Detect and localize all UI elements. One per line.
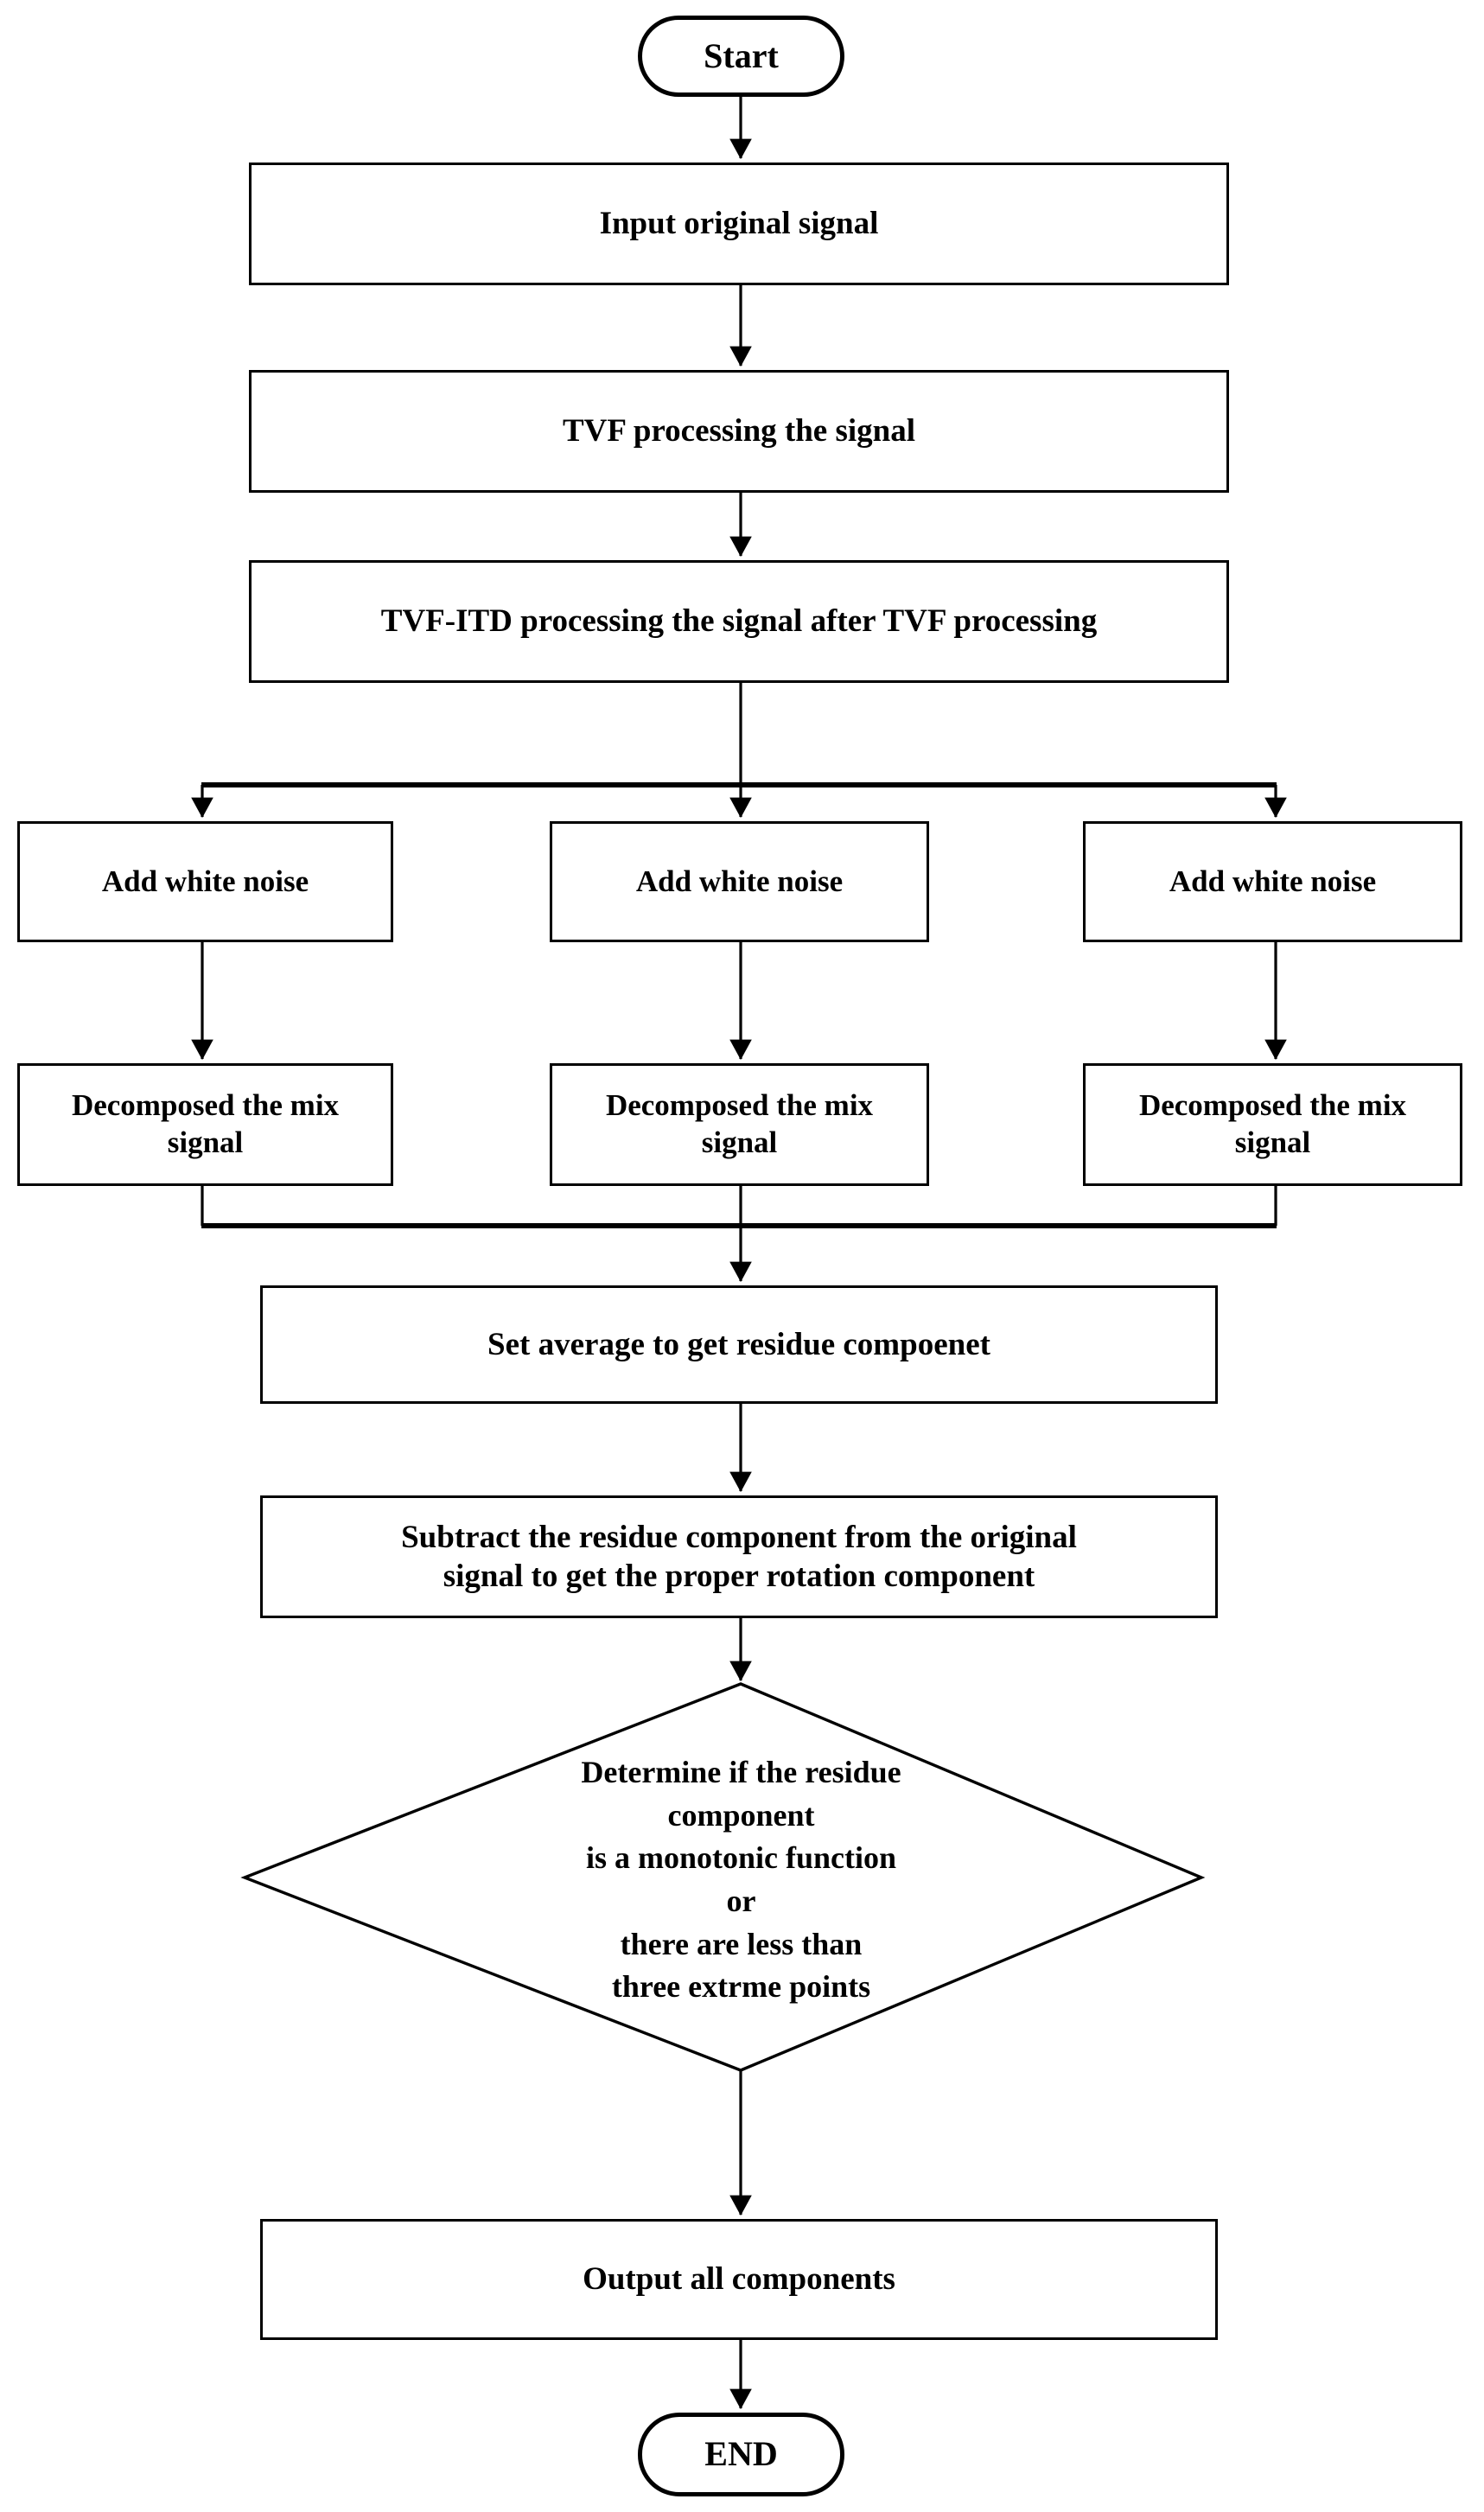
node-add-white-noise-1[interactable]: Add white noise bbox=[17, 821, 393, 942]
node-tvf-itd-processing[interactable]: TVF-ITD processing the signal after TVF … bbox=[249, 560, 1229, 683]
node-set-average-label: Set average to get residue compoenet bbox=[487, 1326, 990, 1362]
node-tvf-itd-processing-label: TVF-ITD processing the signal after TVF … bbox=[380, 603, 1098, 640]
node-tvf-processing[interactable]: TVF processing the signal bbox=[249, 370, 1229, 493]
node-subtract-residue-label: Subtract the residue component from the … bbox=[401, 1519, 1077, 1594]
node-decision-label: Determine if the residue component is a … bbox=[581, 1754, 901, 2005]
node-decision[interactable]: Determine if the residue component is a … bbox=[393, 1716, 1089, 2044]
node-output-all-components-label: Output all components bbox=[583, 2261, 895, 2298]
node-decomposed-mix-signal-3-label: Decomposed the mix signal bbox=[1138, 1088, 1407, 1159]
node-add-white-noise-3[interactable]: Add white noise bbox=[1083, 821, 1462, 942]
node-add-white-noise-2[interactable]: Add white noise bbox=[550, 821, 929, 942]
node-decomposed-mix-signal-1-label: Decomposed the mix signal bbox=[71, 1088, 340, 1159]
node-start-label: Start bbox=[704, 35, 779, 75]
node-decomposed-mix-signal-1[interactable]: Decomposed the mix signal bbox=[17, 1063, 393, 1186]
node-add-white-noise-1-label: Add white noise bbox=[101, 864, 309, 898]
node-decomposed-mix-signal-3[interactable]: Decomposed the mix signal bbox=[1083, 1063, 1462, 1186]
node-add-white-noise-2-label: Add white noise bbox=[635, 864, 844, 898]
node-input-original-signal-label: Input original signal bbox=[599, 206, 879, 242]
node-decomposed-mix-signal-2[interactable]: Decomposed the mix signal bbox=[550, 1063, 929, 1186]
node-set-average[interactable]: Set average to get residue compoenet bbox=[260, 1285, 1218, 1404]
node-subtract-residue[interactable]: Subtract the residue component from the … bbox=[260, 1495, 1218, 1618]
node-end-label: END bbox=[704, 2434, 778, 2474]
node-tvf-processing-label: TVF processing the signal bbox=[562, 413, 916, 449]
node-end[interactable]: END bbox=[638, 2413, 844, 2496]
node-output-all-components[interactable]: Output all components bbox=[260, 2219, 1218, 2340]
node-decomposed-mix-signal-2-label: Decomposed the mix signal bbox=[605, 1088, 874, 1159]
node-start[interactable]: Start bbox=[638, 16, 844, 97]
node-add-white-noise-3-label: Add white noise bbox=[1169, 864, 1377, 898]
node-input-original-signal[interactable]: Input original signal bbox=[249, 163, 1229, 285]
